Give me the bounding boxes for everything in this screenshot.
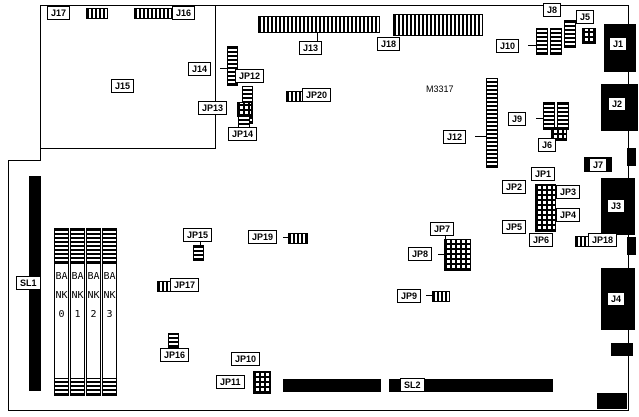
label-jp13: JP13 xyxy=(198,101,228,115)
bank3-label: BANK3 xyxy=(103,271,116,320)
label-jp6: JP6 xyxy=(529,233,554,247)
connector-j9-b xyxy=(557,102,569,130)
edge-connector-corner xyxy=(597,393,627,409)
connector-jp13 xyxy=(237,102,252,117)
label-jp8: JP8 xyxy=(408,247,433,261)
bank1-hatch-top xyxy=(71,229,84,264)
connector-jp20 xyxy=(286,91,303,102)
label-j10: J10 xyxy=(496,39,520,53)
bank3-hatch-bottom xyxy=(103,378,116,395)
simm-bank-2: BANK2 xyxy=(86,228,101,396)
label-j7: J7 xyxy=(589,158,608,172)
label-sl2: SL2 xyxy=(400,378,425,392)
connector-jp7-jp8-block xyxy=(444,239,471,271)
bank3-hatch-top xyxy=(103,229,116,264)
label-jp18: JP18 xyxy=(588,233,618,247)
bank1-hatch-bottom xyxy=(71,378,84,395)
label-jp14: JP14 xyxy=(228,127,258,141)
connector-jp10-jp11-block xyxy=(253,371,271,394)
label-jp17: JP17 xyxy=(170,278,200,292)
label-jp19: JP19 xyxy=(248,230,278,244)
connector-j8 xyxy=(564,20,576,48)
label-j9: J9 xyxy=(508,112,527,126)
bank1-label: BANK1 xyxy=(71,271,84,320)
label-j2: J2 xyxy=(608,97,627,111)
bank0-hatch-top xyxy=(55,229,68,264)
label-j12: J12 xyxy=(443,130,467,144)
connector-j10-b xyxy=(550,28,562,55)
connector-j10-a xyxy=(536,28,548,55)
label-j1: J1 xyxy=(609,37,628,51)
edge-connector-upper xyxy=(627,148,636,166)
bank0-label: BANK0 xyxy=(55,271,68,320)
label-jp2: JP2 xyxy=(502,180,527,194)
label-j16: J16 xyxy=(172,6,196,20)
connector-j18 xyxy=(393,14,483,36)
leader-j12 xyxy=(475,136,486,137)
label-j5: J5 xyxy=(576,10,595,24)
label-jp16: JP16 xyxy=(160,348,190,362)
label-j3: J3 xyxy=(607,199,626,213)
simm-bank-1: BANK1 xyxy=(70,228,85,396)
connector-jp16 xyxy=(168,333,179,348)
label-jp15: JP15 xyxy=(183,228,213,242)
slot-sl2-body-a xyxy=(283,379,381,392)
label-sl1: SL1 xyxy=(16,276,41,290)
label-jp12: JP12 xyxy=(235,69,265,83)
bank0-hatch-bottom xyxy=(55,378,68,395)
simm-bank-0: BANK0 xyxy=(54,228,69,396)
connector-jp1-jp6-block xyxy=(535,184,556,232)
label-jp9: JP9 xyxy=(397,289,422,303)
label-jp3: JP3 xyxy=(556,185,581,199)
label-jp20: JP20 xyxy=(302,88,332,102)
connector-j16 xyxy=(134,8,174,19)
connector-jp17 xyxy=(157,281,171,292)
label-jp5: JP5 xyxy=(502,220,527,234)
edge-connector-small xyxy=(611,343,633,356)
connector-j17 xyxy=(86,8,108,19)
connector-j12 xyxy=(486,78,498,168)
connector-jp15 xyxy=(193,245,204,261)
label-j14: J14 xyxy=(188,62,212,76)
label-j8: J8 xyxy=(543,3,562,17)
simm-bank-3: BANK3 xyxy=(102,228,117,396)
connector-j5 xyxy=(582,28,596,44)
label-jp11: JP11 xyxy=(216,375,245,389)
label-jp4: JP4 xyxy=(556,208,581,222)
label-j6: J6 xyxy=(538,138,557,152)
connector-j9-a xyxy=(543,102,555,130)
connector-jp19 xyxy=(288,233,308,244)
label-jp1: JP1 xyxy=(531,167,556,181)
label-j13: J13 xyxy=(299,41,323,55)
connector-j13 xyxy=(258,16,380,33)
leader-j9 xyxy=(536,118,543,119)
label-jp10: JP10 xyxy=(231,352,261,366)
bank2-hatch-bottom xyxy=(87,378,100,395)
connector-jp18 xyxy=(575,236,589,247)
label-jp7: JP7 xyxy=(430,222,455,236)
part-number-text: M3317 xyxy=(426,84,454,94)
label-j18: J18 xyxy=(377,37,401,51)
label-j4: J4 xyxy=(607,292,626,306)
label-j17: J17 xyxy=(47,6,71,20)
connector-jp9 xyxy=(432,291,450,302)
bank2-hatch-top xyxy=(87,229,100,264)
label-j15: J15 xyxy=(111,79,135,93)
bank2-label: BANK2 xyxy=(87,271,100,320)
edge-connector-lower xyxy=(627,237,636,255)
